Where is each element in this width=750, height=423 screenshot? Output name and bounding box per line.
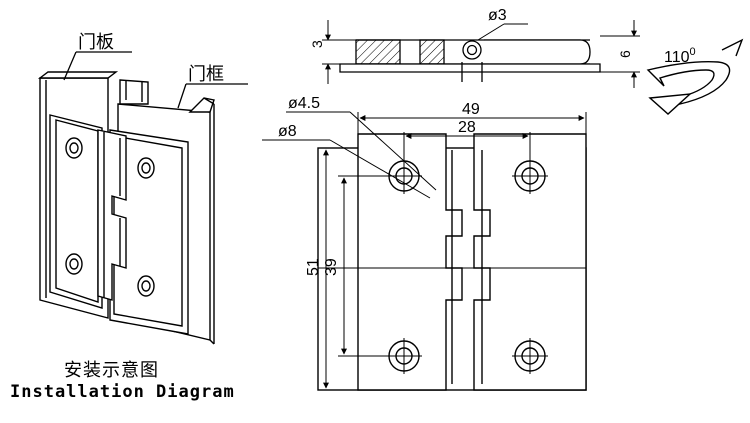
rotation-angle [646, 38, 744, 115]
door-frame-leader [177, 83, 248, 109]
dim-overall-height [318, 147, 336, 391]
dim-hole-spacing-h [403, 132, 531, 160]
dim-hole-spacing-h-value: 28 [458, 119, 476, 136]
caption-english: Installation Diagram [10, 382, 235, 402]
installation-3d-view [37, 71, 215, 345]
dim-thickness [322, 20, 356, 84]
dim-hole-diameters [262, 111, 437, 199]
hole-top-right [512, 158, 548, 194]
front-view [317, 133, 587, 391]
dim-overall-height-value: 51 [305, 258, 322, 276]
caption-chinese: 安装示意图 [64, 360, 159, 381]
dim-hole-inner-value: ø4.5 [288, 95, 320, 112]
front-holes [386, 158, 548, 374]
dim-pin-value: ø3 [488, 7, 507, 24]
dim-overall-width-value: 49 [462, 101, 480, 118]
door-frame-label: 门框 [188, 64, 224, 85]
door-panel-label: 门板 [78, 32, 114, 53]
side-section-view [339, 39, 601, 82]
dim-thickness-value: 3 [309, 40, 325, 48]
hole-bottom-right [512, 338, 548, 374]
dim-hole-spacing-v-value: 39 [323, 258, 340, 276]
dim-height-side-value: 6 [617, 50, 633, 58]
door-panel-leader [63, 51, 132, 81]
dim-pin [477, 23, 528, 41]
angle-value: 1100 [664, 46, 696, 66]
dim-height-side [600, 20, 640, 88]
dim-hole-spacing-v [338, 175, 392, 357]
dim-overall-width [357, 112, 587, 134]
dim-hole-outer-value: ø8 [278, 123, 297, 140]
